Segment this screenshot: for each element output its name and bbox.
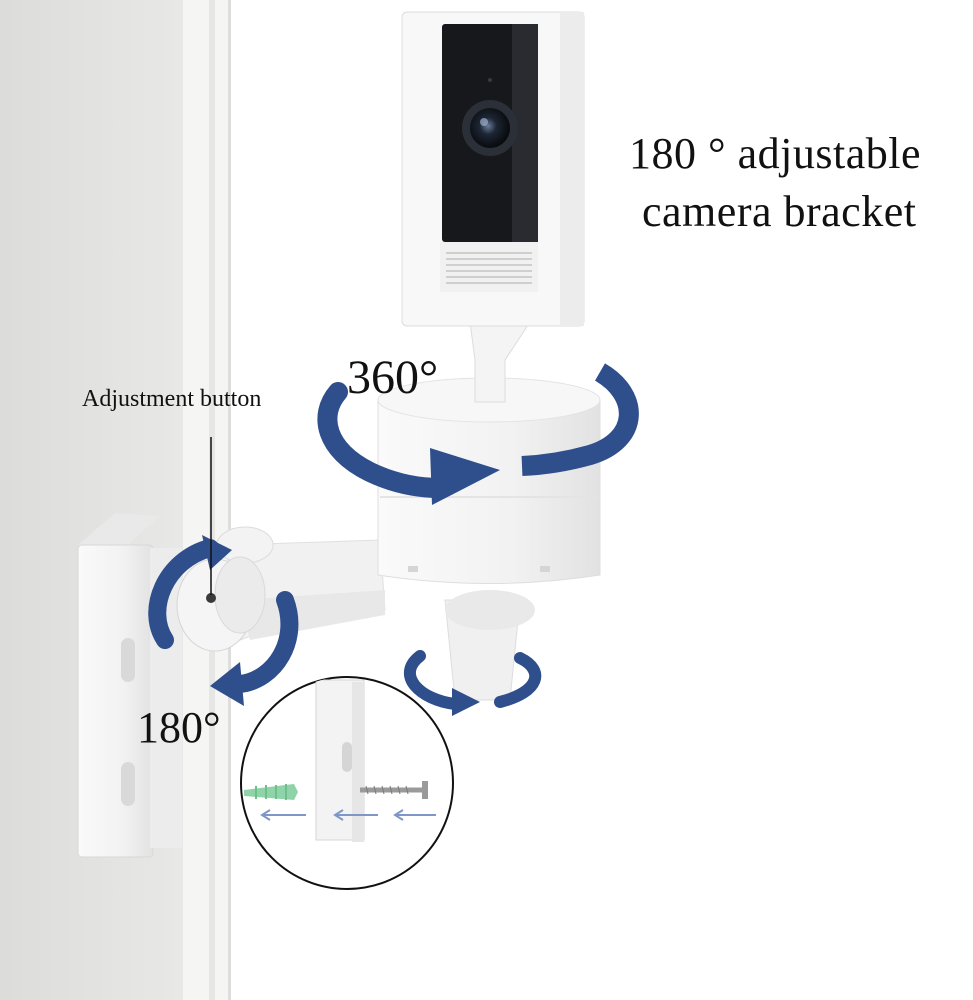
camera bbox=[401, 11, 585, 327]
swivel-icon bbox=[403, 650, 542, 716]
installation-detail bbox=[240, 676, 454, 890]
adjustment-knob bbox=[176, 556, 266, 652]
rotate-180-icon bbox=[148, 535, 299, 706]
rotation-180-label: 180° bbox=[137, 703, 221, 752]
direction-arrows bbox=[260, 809, 436, 821]
mount-pole bbox=[444, 590, 535, 701]
wall-anchor-icon bbox=[244, 784, 298, 800]
title-line-2: camera bracket bbox=[642, 187, 917, 236]
screw-icon bbox=[360, 781, 428, 799]
title-line-1: 180 ° adjustable bbox=[629, 129, 921, 178]
swivel-housing bbox=[377, 377, 601, 584]
rotate-360-icon bbox=[317, 363, 639, 505]
adjustment-button-label: Adjustment button bbox=[82, 386, 262, 412]
bracket-arm bbox=[216, 526, 386, 641]
rotation-360-label: 360° bbox=[347, 351, 439, 404]
wall-mount-plate bbox=[77, 513, 182, 858]
